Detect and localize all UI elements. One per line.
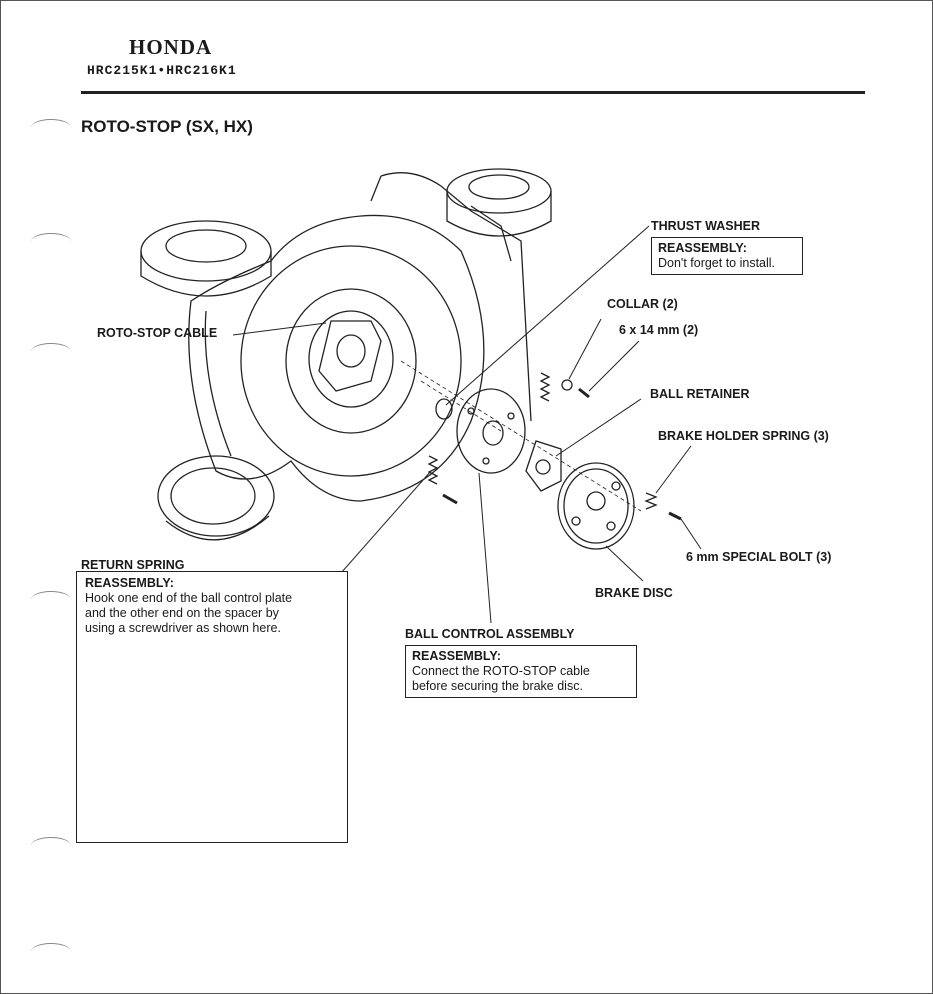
thrust-washer-part — [435, 398, 453, 420]
bolt-part-2 — [442, 493, 458, 505]
roto-stop-cable-label: ROTO-STOP CABLE — [97, 326, 218, 340]
return-spring-part — [427, 455, 439, 485]
reassembly-note-line: and the other end on the spacer by — [85, 606, 279, 620]
header-rule — [81, 91, 865, 94]
deck-hub — [240, 245, 462, 477]
brake-holder-spring-label: BRAKE HOLDER SPRING (3) — [658, 429, 829, 443]
binder-mark — [31, 837, 71, 854]
brake-disc-label: BRAKE DISC — [595, 586, 673, 600]
ball-retainer-part — [525, 440, 562, 492]
brand-logo: HONDA — [129, 35, 213, 59]
return-spring-reassembly-box: REASSEMBLY: Hook one end of the ball con… — [76, 571, 348, 843]
thrust-washer-label: THRUST WASHER — [651, 219, 761, 233]
binder-mark — [31, 119, 71, 136]
bolt-part — [578, 387, 590, 399]
front-left-wheel — [157, 455, 275, 541]
binder-mark — [31, 591, 71, 608]
rear-left-wheel — [140, 220, 272, 297]
ball-control-assembly — [456, 388, 526, 474]
reassembly-heading: REASSEMBLY: — [658, 241, 747, 255]
reassembly-heading: REASSEMBLY: — [85, 576, 174, 590]
binder-mark — [31, 233, 71, 250]
ball-retainer-label: BALL RETAINER — [650, 387, 750, 401]
reassembly-note-line: using a screwdriver as shown here. — [85, 621, 281, 635]
bolt-6x14-label: 6 x 14 mm (2) — [619, 323, 699, 337]
binder-mark — [31, 343, 71, 360]
reassembly-note-line: before securing the brake disc. — [412, 679, 583, 693]
ball-control-assembly-label: BALL CONTROL ASSEMBLY — [405, 627, 575, 641]
reassembly-note-line: Hook one end of the ball control plate — [85, 591, 293, 605]
rear-right-wheel — [446, 168, 552, 237]
section-title: ROTO-STOP (SX, HX) — [81, 117, 253, 136]
reassembly-note-line: Connect the ROTO-STOP cable — [412, 664, 590, 678]
brake-disc-part — [557, 462, 635, 550]
return-spring-label: RETURN SPRING — [81, 558, 185, 572]
reassembly-heading: REASSEMBLY: — [412, 649, 501, 663]
brake-holder-spring-part — [644, 492, 658, 510]
special-bolt-part — [668, 511, 682, 521]
collar-part — [561, 379, 573, 391]
reassembly-note: Don't forget to install. — [658, 256, 776, 270]
collar-label: COLLAR (2) — [607, 297, 678, 311]
mower-deck — [188, 172, 532, 502]
special-bolt-label: 6 mm SPECIAL BOLT (3) — [686, 550, 832, 564]
model-numbers: HRC215K1•HRC216K1 — [87, 63, 237, 78]
thrust-washer-reassembly-box: REASSEMBLY: Don't forget to install. — [651, 237, 803, 275]
binder-mark — [31, 943, 71, 960]
spring-upper — [539, 372, 551, 402]
ball-control-reassembly-box: REASSEMBLY: Connect the ROTO-STOP cable … — [405, 645, 637, 698]
